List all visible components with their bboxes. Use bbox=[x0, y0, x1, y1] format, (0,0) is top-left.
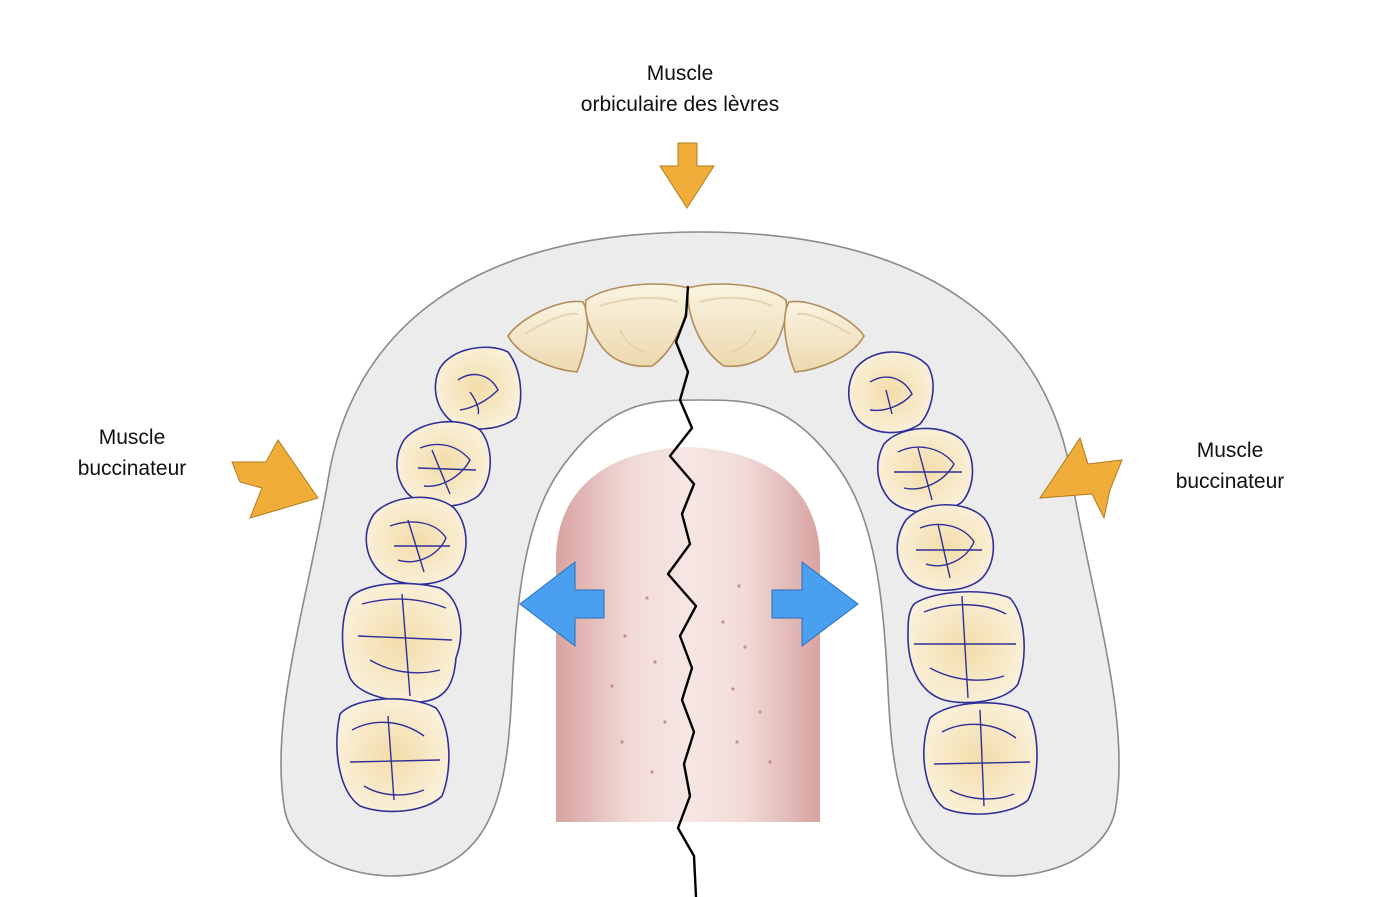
label-orbicularis-muscle: Muscle orbiculaire des lèvres bbox=[520, 58, 840, 120]
left-molar-2 bbox=[336, 698, 450, 813]
label-right-line1: Muscle bbox=[1196, 439, 1264, 462]
label-top-line2: orbiculaire des lèvres bbox=[580, 93, 780, 116]
tongue-papillae bbox=[610, 584, 772, 774]
label-left-line1: Muscle bbox=[98, 426, 166, 449]
right-premolar-1 bbox=[877, 427, 974, 514]
left-molar-1 bbox=[341, 582, 462, 703]
midline-crack bbox=[666, 285, 698, 897]
right-back-teeth bbox=[847, 351, 1038, 815]
left-premolar-2 bbox=[365, 496, 467, 586]
right-canine bbox=[847, 351, 934, 434]
left-canine bbox=[434, 346, 522, 430]
tongue-arrow-right bbox=[771, 561, 859, 647]
right-molar-2 bbox=[923, 702, 1038, 815]
right-molar-1 bbox=[907, 591, 1025, 704]
front-teeth bbox=[507, 283, 865, 373]
tongue bbox=[556, 447, 820, 822]
muscle-arrow-left bbox=[231, 439, 319, 519]
tongue-arrow-left bbox=[519, 560, 605, 648]
label-top-line1: Muscle bbox=[646, 62, 714, 85]
right-lateral-incisor bbox=[783, 300, 865, 373]
left-lateral-incisor bbox=[507, 300, 589, 373]
right-central-incisor bbox=[687, 283, 788, 368]
muscle-arrow-right bbox=[1039, 436, 1123, 520]
label-buccinator-right: Muscle buccinateur bbox=[1120, 435, 1340, 497]
label-left-line2: buccinateur bbox=[77, 457, 187, 480]
label-right-line2: buccinateur bbox=[1175, 470, 1285, 493]
left-central-incisor bbox=[584, 283, 689, 368]
label-buccinator-left: Muscle buccinateur bbox=[22, 422, 242, 484]
left-premolar-1 bbox=[396, 420, 491, 508]
muscle-arrow-top bbox=[659, 142, 715, 209]
right-premolar-2 bbox=[896, 503, 995, 592]
left-back-teeth bbox=[336, 346, 522, 813]
